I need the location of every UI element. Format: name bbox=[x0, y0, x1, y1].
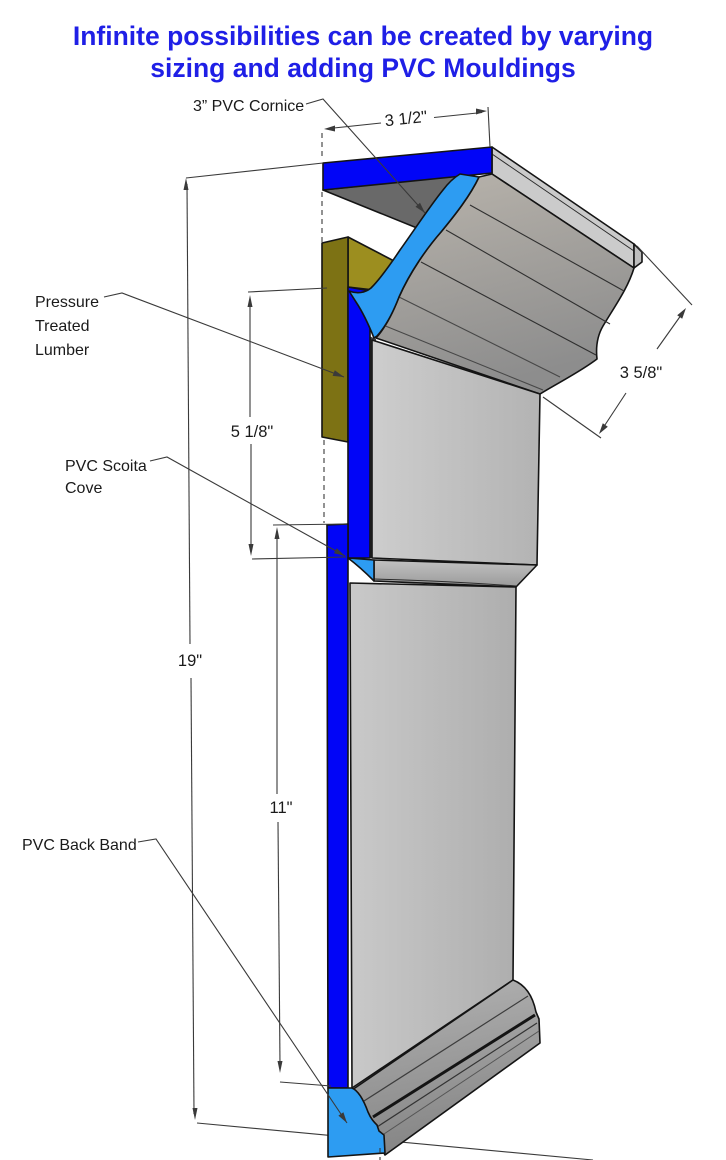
label-cornice: 3” PVC Cornice bbox=[193, 98, 304, 115]
leader-lumber bbox=[103, 292, 345, 378]
lumber-left-face bbox=[321, 236, 349, 443]
scotia-cove-surface bbox=[373, 559, 538, 588]
scotia-cove-cut-face bbox=[347, 557, 375, 582]
base-moulding-profile-lines bbox=[363, 995, 540, 1137]
svg-text:Cove: Cove bbox=[65, 480, 102, 497]
base-moulding-surface bbox=[351, 979, 541, 1156]
svg-text:Pressure: Pressure bbox=[35, 294, 99, 311]
dimension-total-height-value: 19" bbox=[178, 652, 202, 670]
backband-edge-lower bbox=[326, 523, 349, 1089]
backband-edge-upper bbox=[347, 286, 371, 559]
dimension-frieze-height: 5 1/8" bbox=[231, 287, 347, 560]
cornice-fascia-edge-line bbox=[491, 153, 635, 252]
dimension-cornice-width: 3 1/2" bbox=[324, 106, 491, 148]
hidden-edge-lines bbox=[321, 133, 381, 1160]
label-scotia-cove: PVC Scoita Cove bbox=[65, 458, 147, 497]
scotia-cove-curve-line bbox=[373, 578, 517, 587]
dimension-column-height-value: 11" bbox=[270, 799, 293, 817]
dimension-cornice-width-value: 3 1/2" bbox=[384, 108, 428, 130]
page-title-line2: sizing and adding PVC Mouldings bbox=[150, 53, 575, 83]
svg-text:PVC Scoita: PVC Scoita bbox=[65, 458, 147, 475]
leader-cornice bbox=[305, 98, 426, 214]
label-backband: PVC Back Band bbox=[22, 837, 137, 854]
dimension-frieze-height-value: 5 1/8" bbox=[231, 423, 274, 441]
dimension-crown-projection: 3 5/8" bbox=[542, 245, 693, 439]
dimension-total-height: 19" bbox=[178, 162, 324, 1120]
crown-moulding-cut-face bbox=[348, 173, 480, 339]
cornice-front-band bbox=[322, 146, 493, 191]
svg-text:Treated: Treated bbox=[35, 318, 90, 335]
label-lumber: Pressure Treated Lumber bbox=[35, 294, 99, 359]
backband-cut-face bbox=[327, 1087, 386, 1158]
svg-text:Lumber: Lumber bbox=[35, 342, 90, 359]
leader-scotia-cove bbox=[149, 456, 346, 557]
page-title-line1: Infinite possibilities can be created by… bbox=[73, 21, 653, 51]
dimension-crown-projection-value: 3 5/8" bbox=[620, 364, 663, 382]
crown-moulding-profile-lines bbox=[382, 204, 625, 391]
dimension-column-height: 11" bbox=[270, 523, 348, 1087]
leader-backband bbox=[137, 838, 348, 1124]
